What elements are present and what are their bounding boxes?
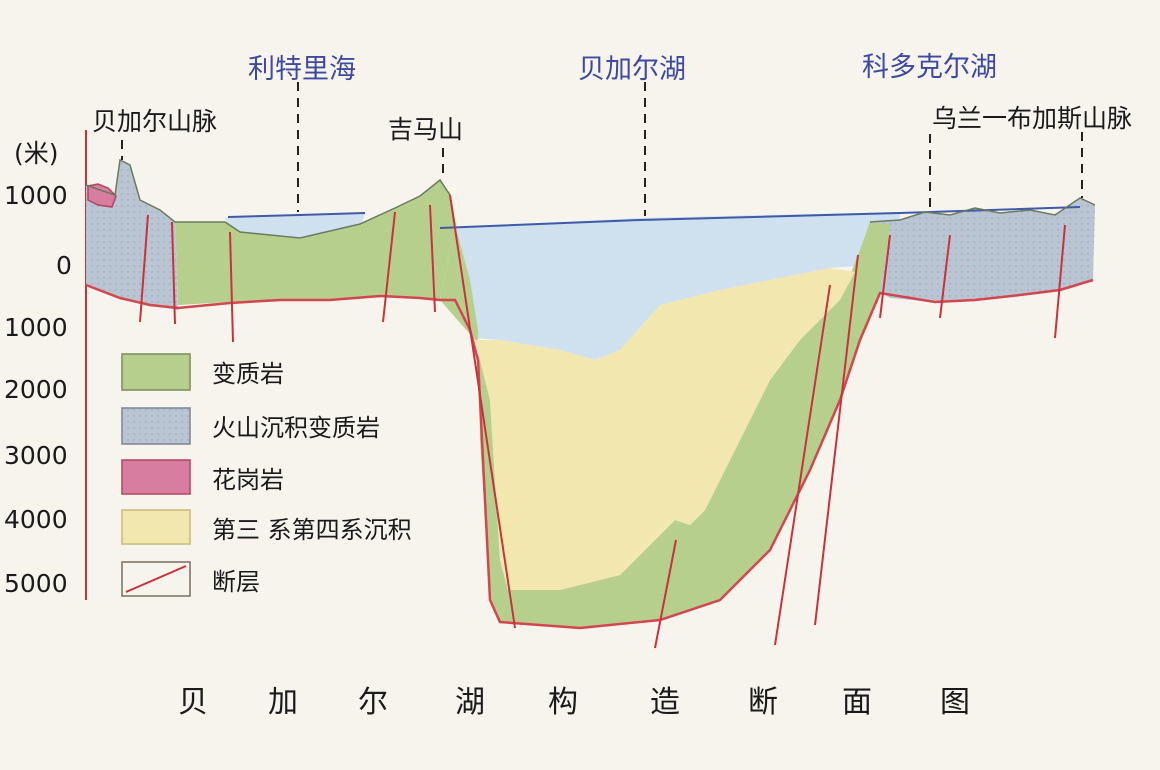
caption-char: 图 <box>940 685 970 720</box>
fault-line <box>429 204 436 313</box>
land-top-outline-right <box>869 197 1096 223</box>
label-lake-baikal: 贝加尔湖 <box>578 54 686 85</box>
fault-line <box>654 539 677 649</box>
sediment-swatch <box>121 509 191 545</box>
fault-line <box>139 214 149 323</box>
fault-line <box>171 221 176 325</box>
fault-line <box>382 211 396 323</box>
label-lake-rift: 利特里海 <box>248 54 356 85</box>
tick-label: 5000 <box>4 569 68 598</box>
granite-body <box>87 183 117 208</box>
caption-char: 断 <box>748 685 778 720</box>
legend: 变质岩 火山沉积变质岩 花岗岩 第三 系第四系沉积 断层 <box>121 353 412 597</box>
fault-line <box>939 234 951 319</box>
granite-swatch <box>121 459 191 495</box>
tick-label: 1000 <box>4 181 68 210</box>
label-mtn-baikal: 贝加尔山脉 <box>92 107 217 136</box>
basement-boundary <box>85 278 1094 630</box>
land-top-outline <box>85 158 456 239</box>
caption-char: 湖 <box>455 685 485 720</box>
tick-label: 2000 <box>4 375 68 404</box>
lake-surface-line <box>439 206 1081 229</box>
fault-line <box>1054 224 1066 339</box>
tick-label: 0 <box>56 251 72 280</box>
metamorphic-basin <box>440 222 890 628</box>
label-lake-kodar: 科多克尔湖 <box>862 52 997 83</box>
axis-unit: (米) <box>14 139 59 168</box>
label-mtn-jima: 吉马山 <box>388 115 463 144</box>
legend-label: 第三 系第四系沉积 <box>212 516 412 544</box>
tick-label: 4000 <box>4 505 68 534</box>
caption: 贝 加 尔 湖 构 造 断 面 图 <box>178 685 970 720</box>
fault-line <box>774 284 831 646</box>
tick-label: 1000 <box>4 313 68 342</box>
caption-char: 贝 <box>178 685 208 720</box>
faults <box>139 194 1066 649</box>
caption-char: 造 <box>650 685 680 720</box>
caption-char: 面 <box>842 685 872 720</box>
fault-line <box>814 254 859 626</box>
legend-label: 变质岩 <box>212 360 284 388</box>
metamorphic-right <box>850 222 890 340</box>
tick-label: 3000 <box>4 441 68 470</box>
dashed-markers <box>121 82 1083 216</box>
legend-label: 火山沉积变质岩 <box>212 414 380 442</box>
legend-label: 花岗岩 <box>212 466 284 494</box>
fault-line <box>229 231 234 343</box>
fault-line <box>879 234 891 319</box>
fault-line <box>449 194 516 629</box>
sediment-fill <box>475 268 855 590</box>
metamorphic-left <box>175 180 455 305</box>
label-mtn-ulan: 乌兰一布加斯山脉 <box>932 104 1132 133</box>
legend-label: 断层 <box>212 568 260 596</box>
caption-char: 尔 <box>358 685 388 720</box>
metamorphic-swatch <box>121 353 191 391</box>
caption-char: 构 <box>548 685 578 720</box>
caption-char: 加 <box>268 685 298 720</box>
small-lake-line <box>227 212 366 218</box>
lake-water <box>440 212 900 360</box>
